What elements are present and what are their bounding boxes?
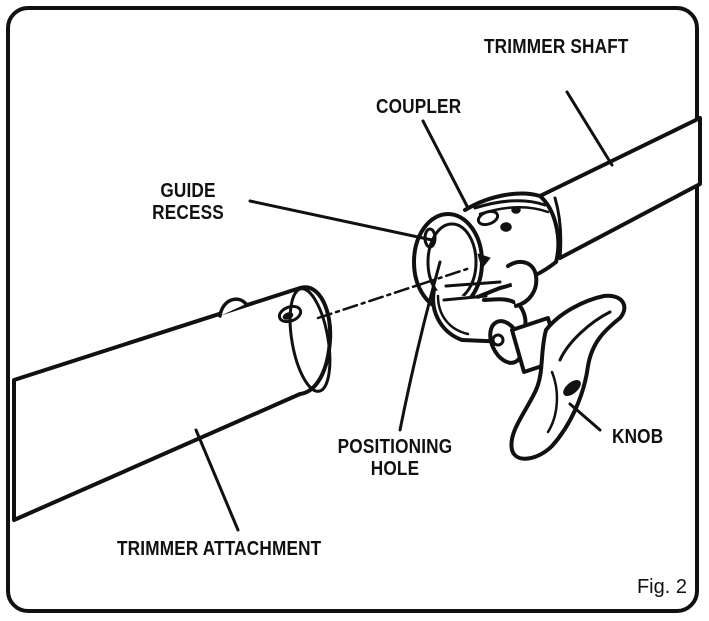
leader-guide-recess [248, 199, 434, 242]
figure-caption: Fig. 2 [636, 576, 687, 598]
label-positioning-hole: POSITIONING HOLE [326, 436, 464, 480]
leader-trimmer-attachment [194, 428, 240, 532]
leader-trimmer-shaft [565, 90, 614, 167]
label-positioning-hole-line1: POSITIONING [337, 436, 453, 458]
label-guide-recess-line2: RECESS [152, 202, 224, 224]
coupler [412, 191, 561, 344]
label-trimmer-attachment: TRIMMER ATTACHMENT [117, 538, 322, 560]
knob [488, 293, 627, 461]
trimmer-attachment [12, 285, 333, 522]
label-trimmer-shaft: TRIMMER SHAFT [484, 36, 629, 58]
leader-coupler [421, 119, 470, 210]
label-positioning-hole-line2: HOLE [370, 458, 420, 480]
leader-knob [568, 402, 602, 432]
leader-positioning-hole [398, 260, 442, 432]
trimmer-shaft [538, 116, 702, 260]
alignment-centerline [316, 266, 472, 320]
label-guide-recess: GUIDE RECESS [136, 180, 239, 224]
label-knob: KNOB [612, 426, 664, 448]
label-guide-recess-line1: GUIDE [160, 180, 216, 202]
label-coupler: COUPLER [376, 96, 462, 118]
